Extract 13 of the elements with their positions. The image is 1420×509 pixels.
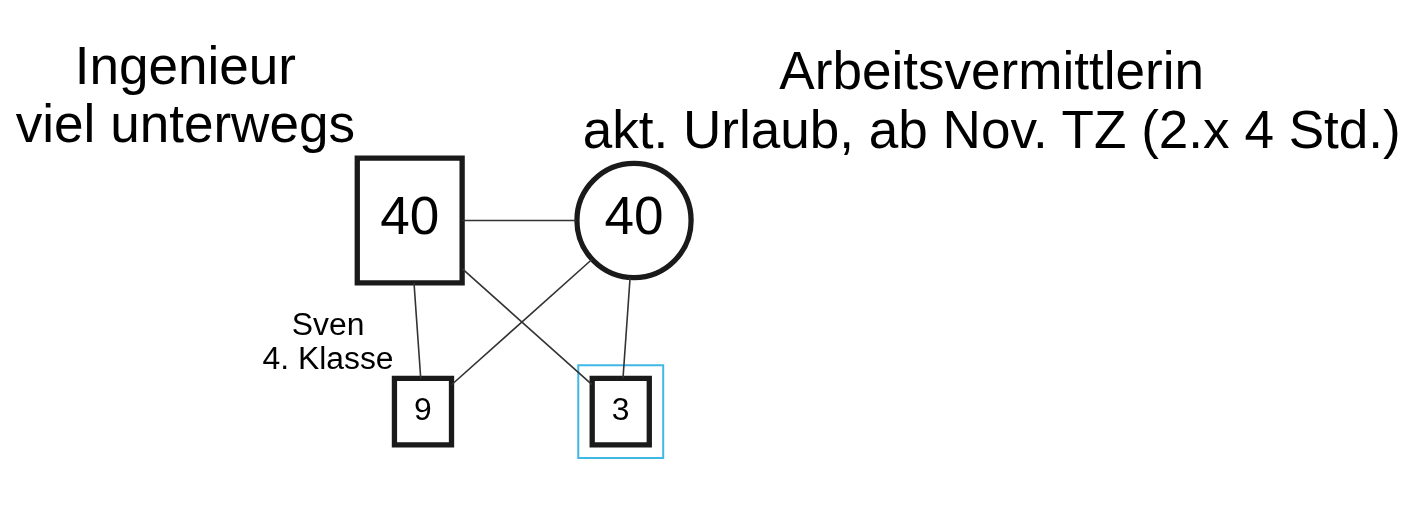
node-label: 4. Klasse — [262, 339, 394, 376]
node-box: 3 — [589, 375, 652, 447]
connector — [461, 219, 578, 221]
node-label: Arbeitsvermittlerin — [779, 40, 1205, 100]
node-box: 40 — [354, 154, 465, 286]
node-circle: 40 — [574, 160, 694, 280]
connector — [622, 276, 631, 379]
node-label: akt. Urlaub, ab Nov. TZ (2.x 4 Std.) — [582, 98, 1401, 158]
node-label: Ingenieur — [74, 35, 297, 95]
cluster — [577, 363, 665, 459]
node-box: 9 — [391, 375, 455, 447]
node-label: Sven — [291, 305, 365, 342]
connector — [413, 281, 422, 379]
